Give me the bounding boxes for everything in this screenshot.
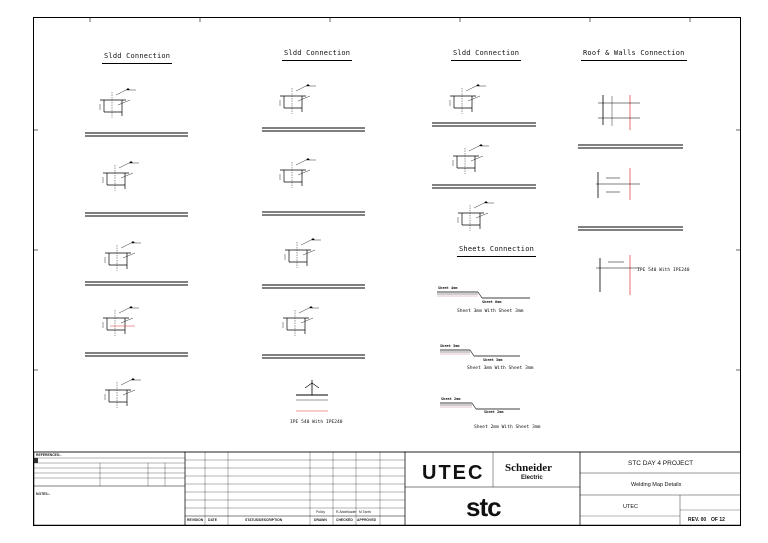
- facility-name: UTEC: [623, 504, 638, 510]
- weld-detail-2-3: [284, 237, 322, 269]
- sheet-number: OF 12: [711, 517, 725, 523]
- revision-col-drawn: Policy: [316, 510, 326, 514]
- stc-logo: stc: [466, 492, 502, 522]
- sheet-tag-1b: Sheet 6mm: [482, 300, 502, 304]
- weld-detail-3-2: [452, 143, 490, 175]
- weld-detail-2-1: [279, 83, 317, 115]
- column-title-4: Roof & Walls Connection: [581, 49, 687, 61]
- sheet-detail-3: [440, 402, 520, 410]
- sheet-detail-1: [437, 291, 530, 299]
- project-title: STC DAY 4 PROJECT: [628, 460, 694, 467]
- revision-header-rev: REVISION: [187, 518, 204, 522]
- schneider-logo: Schneider: [505, 462, 553, 474]
- weld-detail-1-2: [102, 160, 140, 192]
- references-heading: REFERENCES:-: [36, 453, 62, 457]
- detail-label-2-3: IPE 540 With IPE240: [290, 420, 343, 425]
- revision-header-drawn: DRAWN: [314, 518, 327, 522]
- revision-header-date: DATE: [208, 518, 217, 522]
- weld-detail-2-5: [296, 380, 328, 412]
- column-title-1: Sldd Connection: [101, 52, 173, 64]
- roof-detail-3: [596, 255, 640, 295]
- notes-heading: NOTES:-: [36, 492, 50, 496]
- weld-detail-1-5: [104, 377, 142, 409]
- revision-col-checked: R.Abdelkader: [336, 510, 357, 514]
- weld-detail-1-4: [102, 305, 140, 337]
- schneider-subtext: Electric: [521, 475, 543, 481]
- sheet-tag-2b: Sheet 3mm: [483, 358, 503, 362]
- revision-header-approved: APPROVED: [357, 518, 377, 522]
- weld-detail-1-1: [99, 87, 137, 119]
- sheets-connection-title: Sheets Connection: [456, 245, 537, 257]
- weld-detail-2-2: [279, 157, 317, 189]
- revision-header-checked: CHECKED: [336, 518, 353, 522]
- sheet-label-3: Sheet 2mm With Sheet 3mm: [474, 425, 541, 430]
- detail-label-4-3: IPE 540 With IPE240: [637, 268, 690, 273]
- sheet-detail-2: [440, 349, 520, 357]
- column-title-3: Sldd Connection: [450, 49, 522, 61]
- roof-detail-1: [598, 95, 640, 130]
- drawing-title: Welding Map Details: [631, 482, 682, 488]
- sheet-tag-1a: Sheet 4mm: [438, 286, 458, 290]
- sheet-label-2: Sheet 3mm With Sheet 3mm: [467, 366, 534, 371]
- revision-col-approved: M.Tarek: [359, 510, 372, 514]
- weld-detail-3-3: [457, 200, 495, 232]
- utec-logo: UTEC: [422, 462, 485, 484]
- roof-detail-2: [596, 168, 640, 200]
- column-title-2: Sldd Connection: [281, 49, 353, 61]
- sheet-tag-3a: Sheet 2mm: [441, 397, 461, 401]
- sheet-label-1: Sheet 3mm With Sheet 3mm: [457, 309, 524, 314]
- weld-detail-2-4: [282, 305, 320, 337]
- sheet-tag-2a: Sheet 3mm: [440, 344, 460, 348]
- weld-detail-1-3: [104, 240, 142, 272]
- weld-detail-3-1: [449, 83, 487, 115]
- revision-header-description: STATUS/DESCRIPTION: [245, 518, 283, 522]
- sheet-tag-3b: Sheet 2mm: [484, 410, 504, 414]
- sheet-rev: REV. 00: [688, 517, 707, 523]
